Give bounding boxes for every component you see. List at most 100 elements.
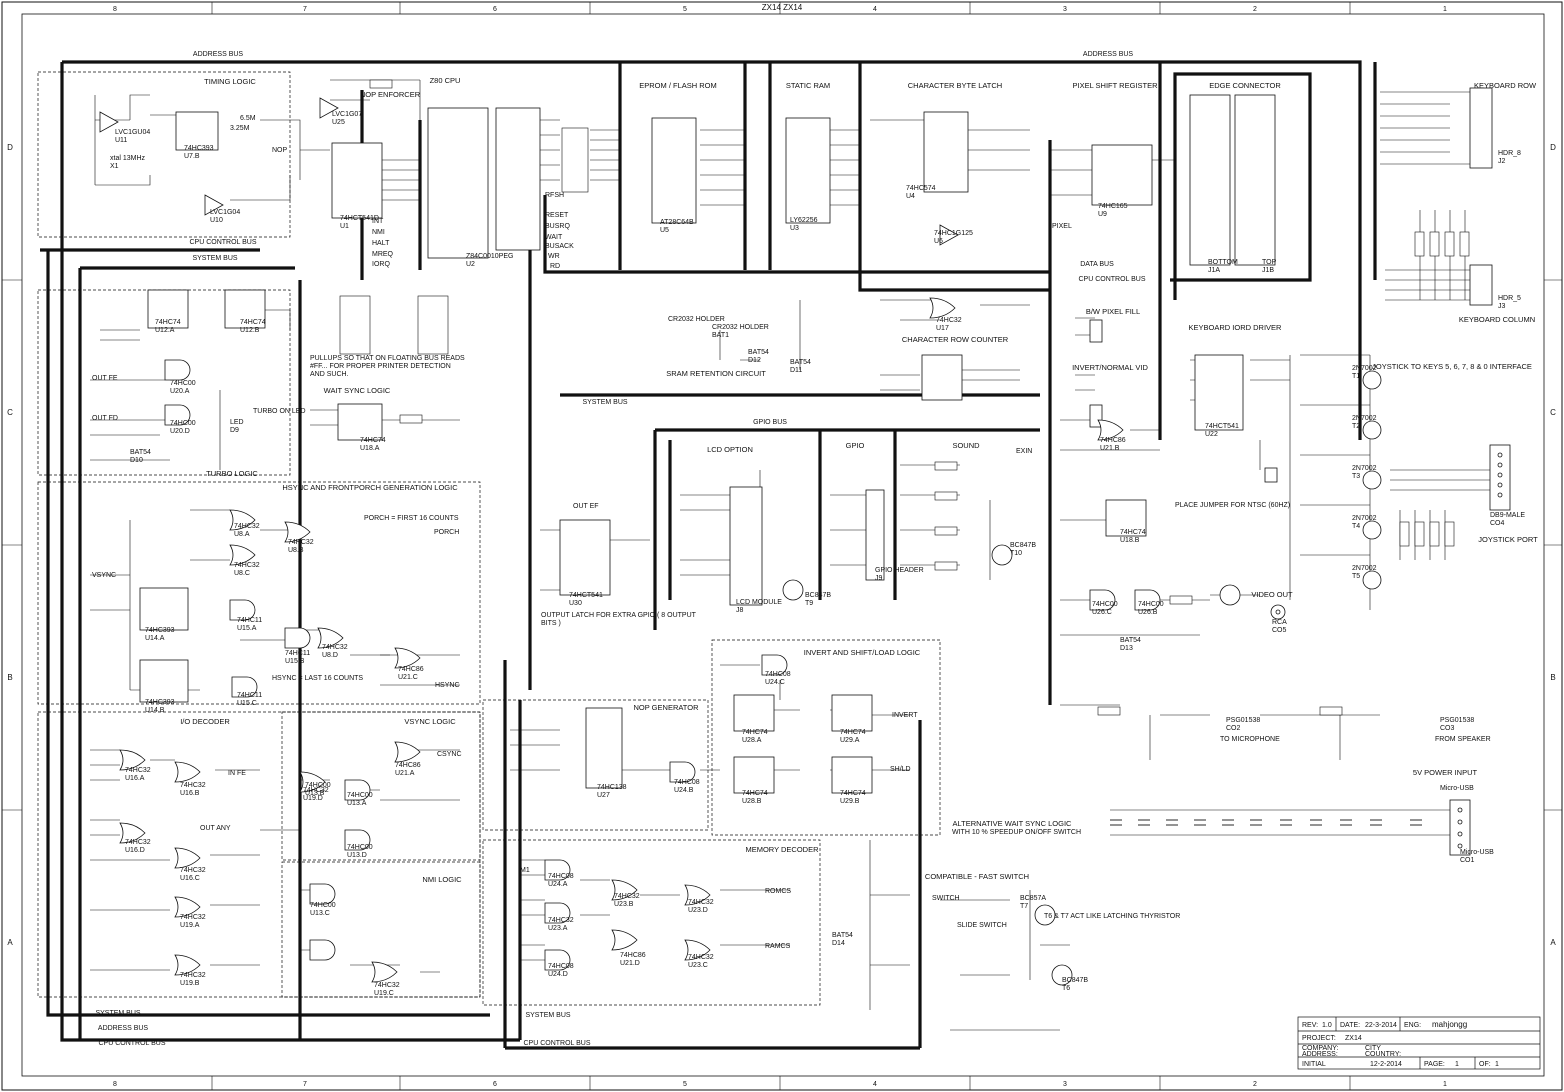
component-part-t5: 2N7002 [1352, 565, 1377, 572]
component-part-u19-d: 74HC32 [303, 787, 329, 794]
component-ref-u24-c: U24.C [765, 679, 785, 686]
of-value: 1 [1495, 1061, 1499, 1068]
component-ref-u20-d: U20.D [170, 428, 190, 435]
component-part-bat1: CR2032 HOLDER [712, 324, 769, 331]
component-ref-u3: U3 [790, 225, 799, 232]
row-label-left: C [7, 408, 13, 417]
component-part-u17: 74HC32 [936, 317, 962, 324]
component-part-u15-a: 74HC11 [237, 617, 262, 624]
page-label: PAGE: [1424, 1061, 1445, 1068]
note-pullups: PULLUPS SO THAT ON FLOATING BUS READS [310, 355, 465, 362]
column-label-bottom: 4 [873, 1081, 877, 1088]
component-part-u19-c: 74HC32 [374, 982, 400, 989]
component-part-u12-b: 74HC74 [240, 319, 266, 326]
signal-label-romcs: ROMCS [765, 888, 791, 895]
component-part-u23-d: 74HC32 [688, 899, 714, 906]
signal-label-out-fd: OUT FD [92, 415, 118, 422]
component-ref-co1: CO1 [1460, 857, 1475, 864]
note-thyristor: T6 & T7 ACT LIKE LATCHING THYRISTOR [1044, 913, 1180, 920]
signal-label-wait: WAIT [545, 234, 563, 241]
component-ref-u12-b: U12.B [240, 327, 260, 334]
component-part-u26-b: 74HC00 [1138, 601, 1164, 608]
project-label: PROJECT: [1302, 1035, 1336, 1042]
component-part-d10: BAT54 [130, 449, 151, 456]
component-ref-u29-a: U29.A [840, 737, 860, 744]
column-label-top: 1 [1443, 6, 1447, 13]
section-title-kbcol: KEYBOARD COLUMN [1459, 315, 1535, 324]
row-label-right: A [1550, 938, 1556, 947]
section-title-io: I/O DECODER [180, 717, 230, 726]
row-label-right: C [1550, 408, 1556, 417]
component-ref-u6: U6 [934, 238, 943, 245]
component-ref-u24-a: U24.A [548, 881, 568, 888]
component-part-j2: HDR_8 [1498, 150, 1521, 157]
component-part-u10: LVC1G04 [210, 209, 240, 216]
component-ref-u19-d: U19.D [303, 795, 323, 802]
component-part-u18-a: 74HC74 [360, 437, 386, 444]
component-ref-u15-b: U15.B [285, 658, 305, 665]
component-ref-u8-d: U8.D [322, 652, 338, 659]
component-ref-j9: J9 [875, 575, 883, 582]
logic-gates [99, 97, 1161, 983]
section-title-waitsync: WAIT SYNC LOGIC [324, 386, 391, 395]
component-part-u27: 74HC138 [597, 784, 627, 791]
component-ref-d14: D14 [832, 940, 845, 947]
title-block [1297, 1016, 1541, 1070]
ic-bodies [139, 87, 1511, 856]
component-part-d13: BAT54 [1120, 637, 1141, 644]
eng-value: mahjongg [1432, 1020, 1467, 1029]
component-ref-t1: T1 [1352, 373, 1360, 380]
component-ref-j3: J3 [1498, 303, 1506, 310]
component-ref-u19-b: U19.B [180, 980, 200, 987]
component-ref-u23-d: U23.D [688, 907, 708, 914]
component-ref-u8-c: U8.C [234, 570, 250, 577]
component-part-u26-c: 74HC00 [1092, 601, 1118, 608]
signal-label-out-fe: OUT FE [92, 375, 118, 382]
component-part-u16-a: 74HC32 [125, 767, 151, 774]
component-part-u2: Z84C0010PEG [466, 253, 513, 260]
decoupling-caps [1110, 819, 1422, 826]
signal-label-in-fe: IN FE [228, 770, 246, 777]
signal-label-rfsh: RFSH [545, 192, 564, 199]
signal-label-nmi: NMI [372, 229, 385, 236]
component-ref-u5: U5 [660, 227, 669, 234]
component-part-u15-b: 74HC11 [285, 650, 310, 657]
column-label-top: 5 [683, 6, 687, 13]
component-part-u28-b: 74HC74 [742, 790, 768, 797]
component-part-u25: LVC1G07 [332, 111, 362, 118]
component-ref-x1: X1 [110, 163, 119, 170]
component-part-u13-c: 74HC00 [310, 902, 336, 909]
component-ref-u9: U9 [1098, 211, 1107, 218]
component-part-u24-d: 74HC08 [548, 963, 574, 970]
component-ref-u27: U27 [597, 792, 610, 799]
section-boxes [37, 71, 941, 1006]
bus-label-system-mid: SYSTEM BUS [582, 399, 627, 406]
section-title-joyport: JOYSTICK PORT [1478, 535, 1538, 544]
component-part-u23-a: 74HC32 [548, 917, 574, 924]
component-labels: LVC1GU04U1174HC393U7.BLVC1G04U10LVC1G07U… [110, 111, 1525, 997]
component-part-u4: 74HC574 [906, 185, 936, 192]
component-ref-u8-b: U8.B [288, 547, 304, 554]
signal-label-pixel: PIXEL [1052, 223, 1072, 230]
component-part-u14-a: 74HC393 [145, 627, 175, 634]
component-ref-u15-c: U15.C [237, 700, 257, 707]
signal-label-reset: RESET [545, 212, 569, 219]
column-label-bottom: 6 [493, 1081, 497, 1088]
component-ref-u13-b: U13.B [305, 790, 325, 797]
column-label-top: 3 [1063, 6, 1067, 13]
component-ref-j8: J8 [736, 607, 744, 614]
bus-label-cpu-control: CPU CONTROL BUS [189, 239, 256, 246]
city-label: CITY [1365, 1045, 1381, 1052]
component-part-u14-b: 74HC393 [145, 699, 175, 706]
note-porch: PORCH = FIRST 16 COUNTS [364, 515, 459, 522]
component-ref-d13: D13 [1120, 645, 1133, 652]
note-from-speaker: FROM SPEAKER [1435, 736, 1491, 743]
sheet-title: ZX14 ZX14 [762, 3, 803, 12]
section-title-memdec: MEMORY DECODER [745, 845, 819, 854]
section-title-lcd: LCD OPTION [707, 445, 753, 454]
signal-label-int: INT [372, 218, 384, 225]
component-ref-t9: T9 [805, 600, 813, 607]
bus-label-address-bottom: ADDRESS BUS [98, 1025, 149, 1032]
